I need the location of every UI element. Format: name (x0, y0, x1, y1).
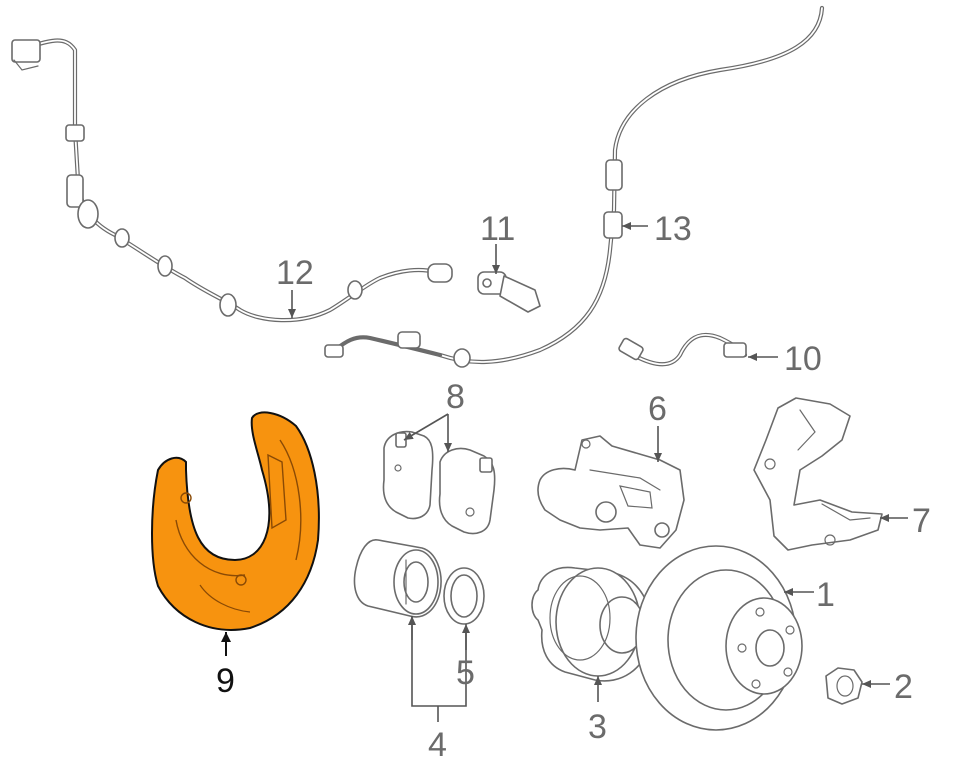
callout-2: 2 (894, 668, 913, 706)
callout-6: 6 (648, 390, 667, 428)
callout-labels: 12 11 13 10 8 6 7 1 2 3 5 4 9 (216, 210, 931, 764)
callout-7: 7 (912, 502, 931, 540)
callout-4: 4 (428, 726, 447, 764)
abs-sensor-wire-left[interactable] (11, 38, 453, 323)
brake-rotor[interactable] (635, 545, 803, 731)
snap-ring[interactable] (443, 567, 485, 625)
callout-10: 10 (784, 340, 822, 378)
wheel-bearing[interactable] (353, 539, 442, 618)
callout-1: 1 (816, 576, 835, 614)
abs-sensor-wire-right[interactable] (618, 332, 748, 367)
callout-5: 5 (456, 654, 475, 692)
callout-8: 8 (446, 378, 465, 416)
speed-sensor[interactable] (477, 271, 541, 313)
caliper-carrier[interactable] (753, 397, 883, 551)
dust-shield[interactable] (151, 411, 320, 631)
callout-11: 11 (480, 210, 515, 248)
callout-9: 9 (216, 662, 235, 700)
brake-pads[interactable] (382, 430, 496, 535)
leader-lines (221, 222, 908, 722)
wheel-hub[interactable] (531, 566, 652, 682)
callout-3: 3 (588, 708, 607, 746)
hub-nut[interactable] (825, 667, 863, 705)
brake-cable[interactable] (324, 5, 825, 368)
callout-12: 12 (276, 254, 314, 292)
brake-caliper[interactable] (537, 435, 685, 549)
callout-13: 13 (654, 210, 692, 248)
